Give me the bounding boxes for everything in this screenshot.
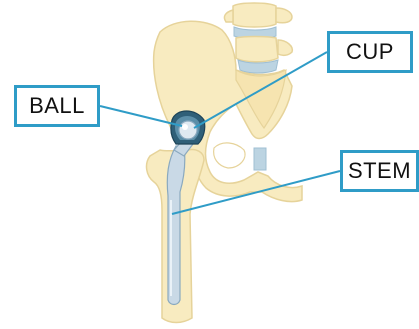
ball-label: BALL	[14, 85, 100, 127]
cup-label: CUP	[327, 31, 413, 73]
implant-ball	[179, 121, 197, 139]
stem-label: STEM	[340, 150, 419, 192]
cup-label-text: CUP	[346, 41, 394, 63]
stem-label-text: STEM	[348, 160, 411, 182]
ball-label-text: BALL	[29, 95, 85, 117]
